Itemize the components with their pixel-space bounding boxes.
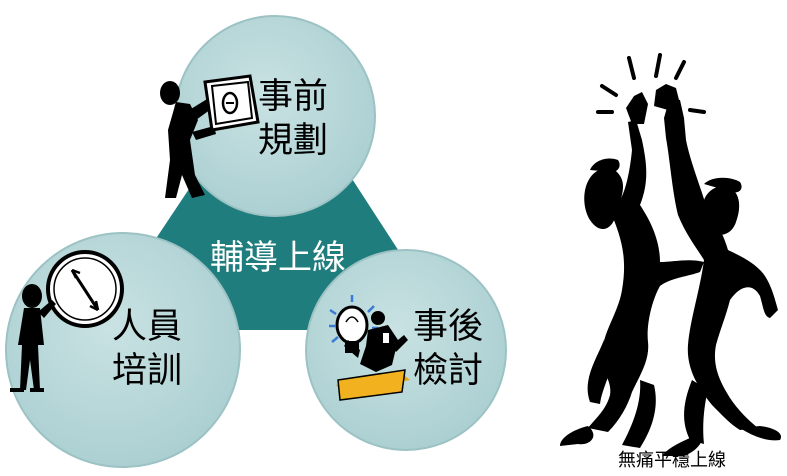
circle-review <box>305 249 507 451</box>
planning-line1: 事前 <box>257 77 328 117</box>
training-line1: 人員 <box>111 307 182 347</box>
training-line2: 培訓 <box>111 351 182 391</box>
review-line2: 檢討 <box>412 351 483 391</box>
clock-icon <box>46 250 124 328</box>
caption: 無痛平穩上線 <box>618 450 726 471</box>
figure-pointing-icon <box>10 284 56 392</box>
circle-review-label: 事後 檢討 <box>403 305 493 393</box>
high-five-figures-icon <box>560 53 782 456</box>
center-label: 輔導上線 <box>210 238 346 278</box>
businessman-icon <box>336 311 410 401</box>
planning-line2: 規劃 <box>257 121 328 161</box>
circle-training-label: 人員 培訓 <box>102 305 192 393</box>
figure-holding-paper-icon <box>160 74 260 198</box>
review-line1: 事後 <box>412 307 483 347</box>
circle-planning-label: 事前 規劃 <box>248 75 338 163</box>
